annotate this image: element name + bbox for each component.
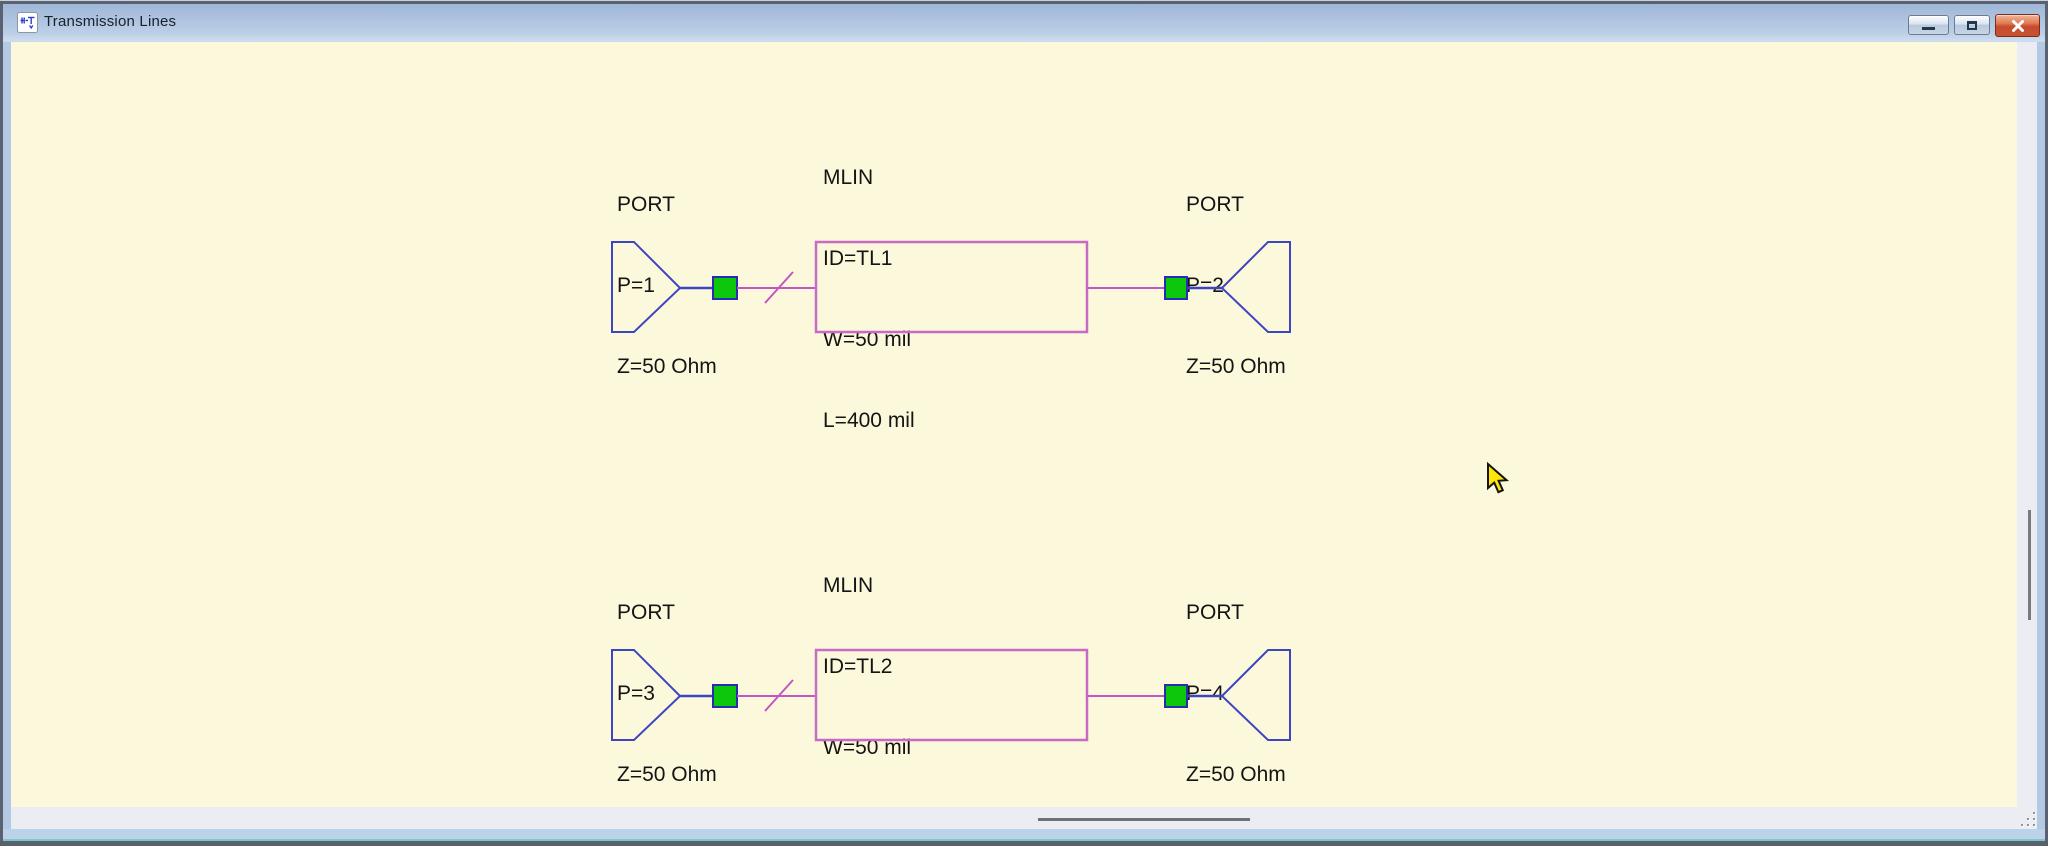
minimize-button[interactable] xyxy=(1908,15,1949,35)
circuit-tl2: PORT P=3 Z=50 Ohm MLIN ID=TL2 W=50 mil L… xyxy=(590,508,1302,786)
window-frame-right xyxy=(2037,42,2045,829)
port2-label[interactable]: PORT P=2 Z=50 Ohm xyxy=(1186,193,1286,378)
port1-symbol[interactable] xyxy=(611,241,682,333)
port3-label[interactable]: PORT P=3 Z=50 Ohm xyxy=(617,601,717,786)
window-frame-accent-line xyxy=(3,839,2045,841)
port1-label[interactable]: PORT P=1 Z=50 Ohm xyxy=(617,193,717,378)
wire-slash-mark xyxy=(764,679,794,712)
mlin-tl1-body[interactable] xyxy=(814,240,1089,334)
circuit-tl2-symbols[interactable] xyxy=(590,508,1302,748)
window-frame-left xyxy=(3,42,11,829)
port4-label[interactable]: PORT P=4 Z=50 Ohm xyxy=(1186,601,1286,786)
window-controls xyxy=(1908,14,2040,37)
window-title: Transmission Lines xyxy=(44,13,177,30)
vertical-scrollbar[interactable] xyxy=(2017,42,2037,829)
mlin-tl2-label[interactable]: MLIN ID=TL2 W=50 mil L=400 mil xyxy=(823,574,912,759)
window-frame-bottom xyxy=(3,829,2045,839)
mlin-tl2-body[interactable] xyxy=(814,648,1089,742)
wire-slash-mark xyxy=(764,271,794,304)
close-button[interactable] xyxy=(1995,14,2040,37)
circuit-tl1: PORT P=1 Z=50 Ohm MLIN ID=TL1 W=50 mil L… xyxy=(590,100,1302,432)
resize-grip[interactable] xyxy=(2021,812,2038,829)
mouse-cursor xyxy=(1487,462,1510,494)
port3-symbol[interactable] xyxy=(611,649,682,741)
close-icon xyxy=(2011,19,2024,32)
minimize-icon xyxy=(1922,27,1935,30)
horizontal-scrollbar[interactable] xyxy=(11,807,2037,829)
restore-button[interactable] xyxy=(1954,15,1990,35)
titlebar[interactable]: Transmission Lines xyxy=(3,4,2045,42)
mlin-tl1-label[interactable]: MLIN ID=TL1 W=50 mil L=400 mil xyxy=(823,166,915,432)
horizontal-scrollbar-thumb[interactable] xyxy=(1038,818,1250,821)
connection-node[interactable] xyxy=(1164,276,1188,300)
port2-symbol[interactable] xyxy=(1220,241,1291,333)
connection-node[interactable] xyxy=(712,276,738,300)
port4-symbol[interactable] xyxy=(1220,649,1291,741)
vertical-scrollbar-thumb[interactable] xyxy=(2028,510,2031,620)
window-border-right[interactable] xyxy=(2045,4,2048,846)
window-border-bottom[interactable] xyxy=(0,841,2048,846)
connection-node[interactable] xyxy=(712,684,738,708)
restore-icon xyxy=(1967,20,1977,30)
window-border-top xyxy=(0,0,2048,4)
circuit-tl1-symbols[interactable] xyxy=(590,100,1302,340)
schematic-document-icon xyxy=(17,12,38,33)
window-border-left[interactable] xyxy=(0,4,3,846)
connection-node[interactable] xyxy=(1164,684,1188,708)
schematic-canvas[interactable]: PORT P=1 Z=50 Ohm MLIN ID=TL1 W=50 mil L… xyxy=(11,42,2017,807)
